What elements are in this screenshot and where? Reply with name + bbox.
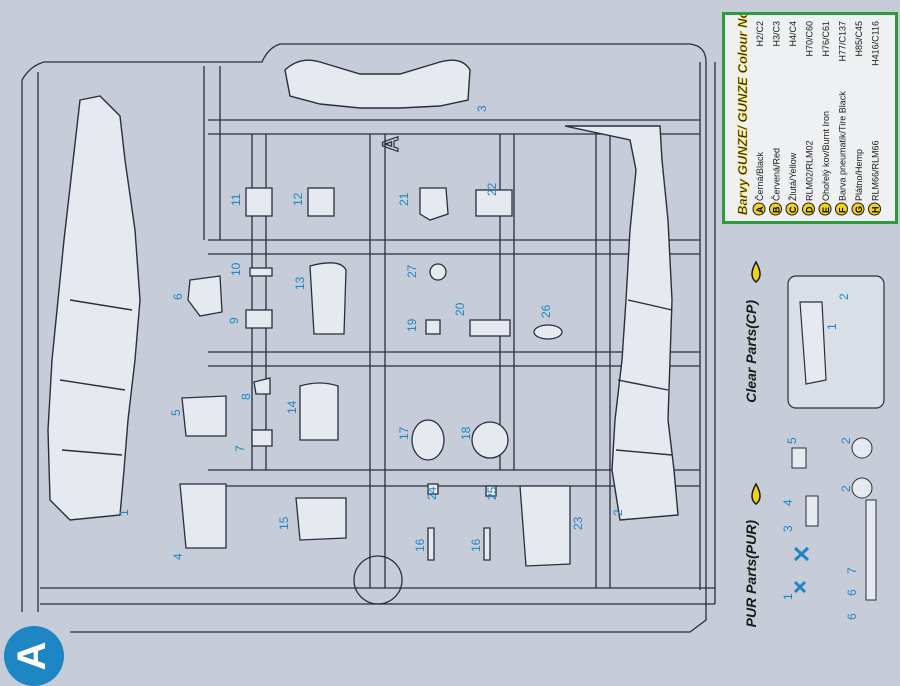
part-number: 24 <box>425 486 439 500</box>
colour-code: H4/C4 <box>788 21 798 47</box>
part-number: 2 <box>611 509 625 516</box>
colour-letter-circle <box>818 202 832 216</box>
part-number: 5 <box>169 409 183 416</box>
fuselage-right-part <box>564 125 679 521</box>
pur-part-number: 3 <box>781 525 795 532</box>
part-number: 4 <box>171 553 185 560</box>
part-number: 25 <box>485 486 499 500</box>
part-number: 3 <box>475 105 489 112</box>
sprue-letter-marker: A <box>378 136 403 152</box>
colour-letter: H <box>871 207 881 214</box>
colour-letter: C <box>788 206 798 213</box>
pur-part-number: 6 <box>845 589 859 596</box>
pur-part-number: 7 <box>845 567 859 574</box>
sheet-letter: A <box>10 641 54 671</box>
part-number: 20 <box>453 302 467 316</box>
colour-letter-circle <box>752 202 766 216</box>
clear-part-number: 2 <box>837 293 851 300</box>
colour-letter-circle <box>769 202 782 216</box>
clear-part-number: 2 <box>839 437 853 444</box>
part-number: 16 <box>413 538 427 552</box>
colour-legend-title: Barvy GUNZE/ GUNZE Colour No. <box>735 15 750 215</box>
fuselage-left-part <box>47 95 141 521</box>
part-number: 14 <box>285 400 299 414</box>
remove-cross-icon <box>793 546 810 562</box>
colour-name: Černá/Black <box>755 151 765 201</box>
colour-name: RLM66/RLM66 <box>871 140 881 201</box>
colour-letter-circle <box>868 202 881 216</box>
part-number: 22 <box>485 182 499 196</box>
part-number: 23 <box>571 516 585 530</box>
clear-part-number: 5 <box>785 437 799 444</box>
pur-parts-title: PUR Parts(PUR) <box>743 520 759 628</box>
part-number: 18 <box>459 426 473 440</box>
part-number: 19 <box>405 318 419 332</box>
part-number: 13 <box>293 276 307 290</box>
clear-parts-section: Clear Parts(CP) 1 2 5 2 2 <box>743 260 885 499</box>
small-parts <box>179 187 571 567</box>
colour-name: Ohořelý kov/Burnt Iron <box>821 111 831 201</box>
remove-cross-icon <box>793 580 807 594</box>
colour-legend: Barvy GUNZE/ GUNZE Colour No. A Černá/Bla… <box>722 12 898 224</box>
colour-name: Plátno/Hemp <box>854 149 864 201</box>
colour-code: H70/C60 <box>805 21 815 57</box>
pur-part-number: 6 <box>845 613 859 620</box>
part-number: 11 <box>229 193 243 206</box>
part-number: 12 <box>291 192 305 206</box>
colour-letter: G <box>854 206 864 213</box>
colour-letter-circle <box>851 202 865 216</box>
part-number: 21 <box>397 192 411 206</box>
part-number: 6 <box>171 293 185 300</box>
colour-letter-circle <box>785 202 799 216</box>
clear-parts-title: Clear Parts(CP) <box>743 300 759 403</box>
colour-letter: F <box>838 207 848 213</box>
pur-parts-droplet-icon <box>751 482 761 505</box>
colour-letter-circle <box>835 202 848 216</box>
colour-letter-circle <box>802 202 815 216</box>
colour-name: Barva pneumatik/Tire Black <box>838 91 848 201</box>
colour-letter: B <box>772 206 782 213</box>
colour-letter: D <box>805 206 815 213</box>
clear-part-number: 2 <box>839 485 853 492</box>
part-number-labels: 1 2 3 4 5 6 7 8 9 10 11 12 13 14 15 16 1… <box>117 105 625 560</box>
colour-name: Žlutá/Yellow <box>788 152 798 201</box>
pur-parts-section: PUR Parts(PUR) 1 3 4 6 6 7 <box>743 482 877 628</box>
colour-code: H3/C3 <box>772 21 782 47</box>
colour-code: H2/C2 <box>755 21 765 47</box>
part-number: 26 <box>539 304 553 318</box>
part-number: 15 <box>277 516 291 530</box>
tailplane-part <box>284 59 471 109</box>
colour-name: Červená/Red <box>772 148 782 201</box>
colour-code: H416/C116 <box>871 21 881 66</box>
clear-part-number: 1 <box>825 323 839 330</box>
colour-code: H76/C61 <box>821 21 831 57</box>
part-number: 1 <box>117 509 131 516</box>
part-number: 7 <box>233 445 247 452</box>
clear-parts-droplet-icon <box>751 260 761 283</box>
colour-legend-rows: A Černá/Black H2/C2B Červená/Red H3/C3C Žlutá… <box>752 21 881 216</box>
part-number: 8 <box>239 393 253 400</box>
pur-part-number: 1 <box>781 593 795 600</box>
part-number: 10 <box>229 262 243 276</box>
sheet-letter-badge: A <box>4 626 64 686</box>
part-number: 9 <box>227 317 241 324</box>
part-number: 27 <box>405 264 419 278</box>
part-number: 17 <box>397 426 411 440</box>
colour-code: H85/C45 <box>854 21 864 57</box>
colour-code: H77/C137 <box>838 21 848 62</box>
colour-letter: E <box>821 207 831 213</box>
part-number: 16 <box>469 538 483 552</box>
pur-part-number: 4 <box>781 499 795 506</box>
colour-letter: A <box>755 206 765 213</box>
colour-name: RLM02/RLM02 <box>805 140 815 201</box>
